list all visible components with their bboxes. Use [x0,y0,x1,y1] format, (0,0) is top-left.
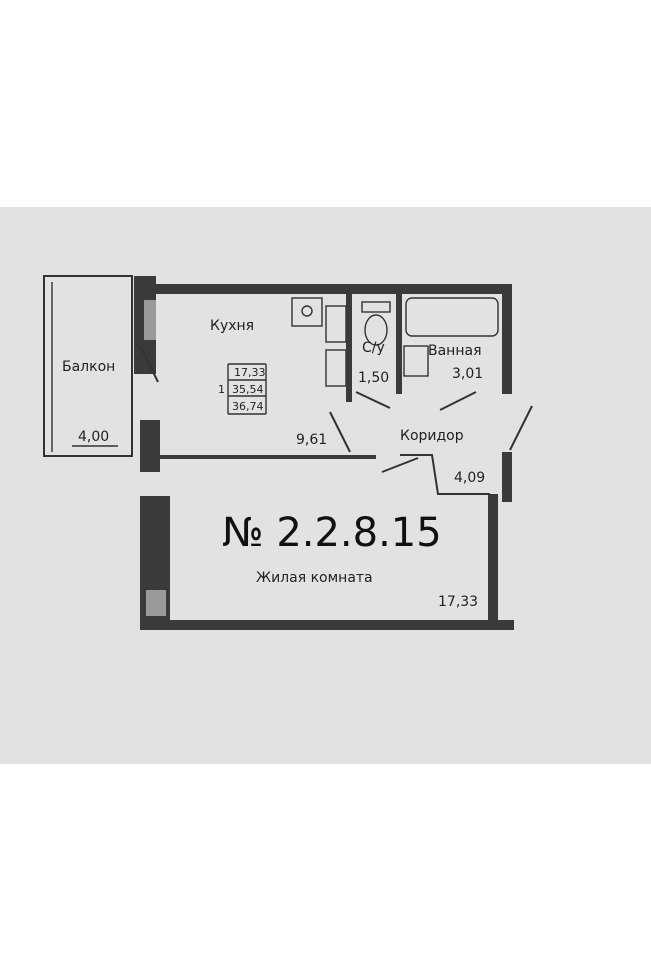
wc-bath-wall [396,294,402,394]
summary-total-with-balcony: 36,74 [232,400,264,413]
living-room-area: 17,33 [438,594,478,610]
apartment-number: № 2.2.8.15 [222,510,442,556]
doors [139,345,533,473]
entrance-door [509,405,533,451]
left-wall-middle [140,420,160,472]
right-wall-upper [502,284,512,394]
summary-living-area: 17,33 [234,366,266,379]
balcony-door [139,345,159,383]
bottom-wall [140,620,514,630]
wall-hatch-1 [144,300,156,340]
top-wall [140,284,512,294]
balcony-name: Балкон [62,359,115,375]
kitchen-living-wall [160,455,376,459]
toilet-bowl-icon [364,314,388,346]
kitchen-area: 9,61 [296,432,327,448]
balcony-area: 4,00 [78,429,109,445]
kitchen-name: Кухня [210,318,254,334]
wc-name: С/у [362,340,385,356]
kitchen-wc-wall [346,294,352,402]
summary-total-area: 35,54 [232,383,264,396]
living-room-name: Жилая комната [256,570,373,586]
wc-door [355,391,391,409]
rooms-count: 1 [218,383,225,396]
corridor-wall [400,454,490,495]
fixtures [291,297,499,387]
inner-walls [160,294,490,495]
balcony-outline [43,275,133,457]
summary-box [227,363,267,415]
right-wall-corridor [502,452,512,502]
balcony [43,275,133,457]
living-door [381,457,419,473]
outer-walls [134,276,514,630]
kitchen-door [329,411,351,453]
plan-photo-background [0,207,651,764]
washbasin-icon [403,345,429,377]
bathroom-area: 3,01 [452,366,483,382]
corridor-name: Коридор [400,428,464,444]
right-wall-lower [488,494,498,626]
bath-door [439,391,477,411]
toilet-tank-icon [361,301,391,313]
bathroom-name: Ванная [428,343,482,359]
stove-icon [325,305,347,343]
bathtub-icon [405,297,499,337]
sink-drain-icon [301,305,313,317]
sink-icon [291,297,323,327]
wall-hatch-2 [146,590,166,616]
fridge-icon [325,349,347,387]
wc-area: 1,50 [358,370,389,386]
corridor-area: 4,09 [454,470,485,486]
